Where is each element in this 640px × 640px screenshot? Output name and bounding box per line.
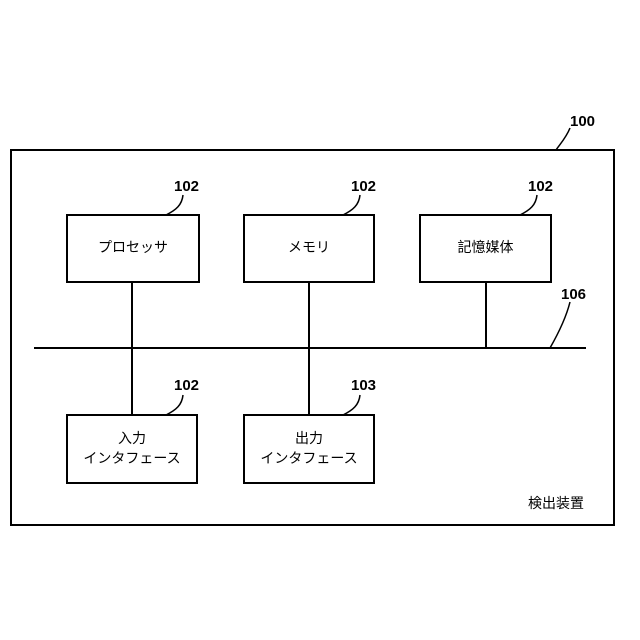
input-interface-label-line-2: インタフェース (67, 449, 197, 469)
storage-ref-leader (520, 195, 537, 215)
input-ref-number: 102 (174, 377, 199, 395)
bus-ref-number: 106 (561, 286, 586, 304)
processor-label-line: プロセッサ (67, 238, 199, 258)
input-ref-leader (166, 395, 183, 415)
processor-ref-leader (166, 195, 183, 215)
memory-label-line: メモリ (244, 238, 374, 258)
storage-medium-label-line: 記憶媒体 (420, 238, 551, 258)
output-ref-number: 103 (351, 377, 376, 395)
storage-ref-number: 102 (528, 178, 553, 196)
device-label: 検出装置 (528, 495, 584, 513)
input-interface-label-line-1: 入力 (67, 429, 197, 449)
processor-label: プロセッサ (67, 238, 199, 258)
memory-ref-number: 102 (351, 178, 376, 196)
processor-ref-number: 102 (174, 178, 199, 196)
memory-ref-leader (343, 195, 360, 215)
output-interface-label-line-1: 出力 (244, 429, 374, 449)
input-interface-label: 入力 インタフェース (67, 429, 197, 469)
storage-medium-label: 記憶媒体 (420, 238, 551, 258)
memory-label: メモリ (244, 238, 374, 258)
output-interface-label-line-2: インタフェース (244, 449, 374, 469)
output-ref-leader (343, 395, 360, 415)
device-ref-leader (556, 128, 570, 150)
bus-ref-leader (550, 302, 570, 348)
output-interface-label: 出力 インタフェース (244, 429, 374, 469)
device-ref-number: 100 (570, 113, 595, 131)
